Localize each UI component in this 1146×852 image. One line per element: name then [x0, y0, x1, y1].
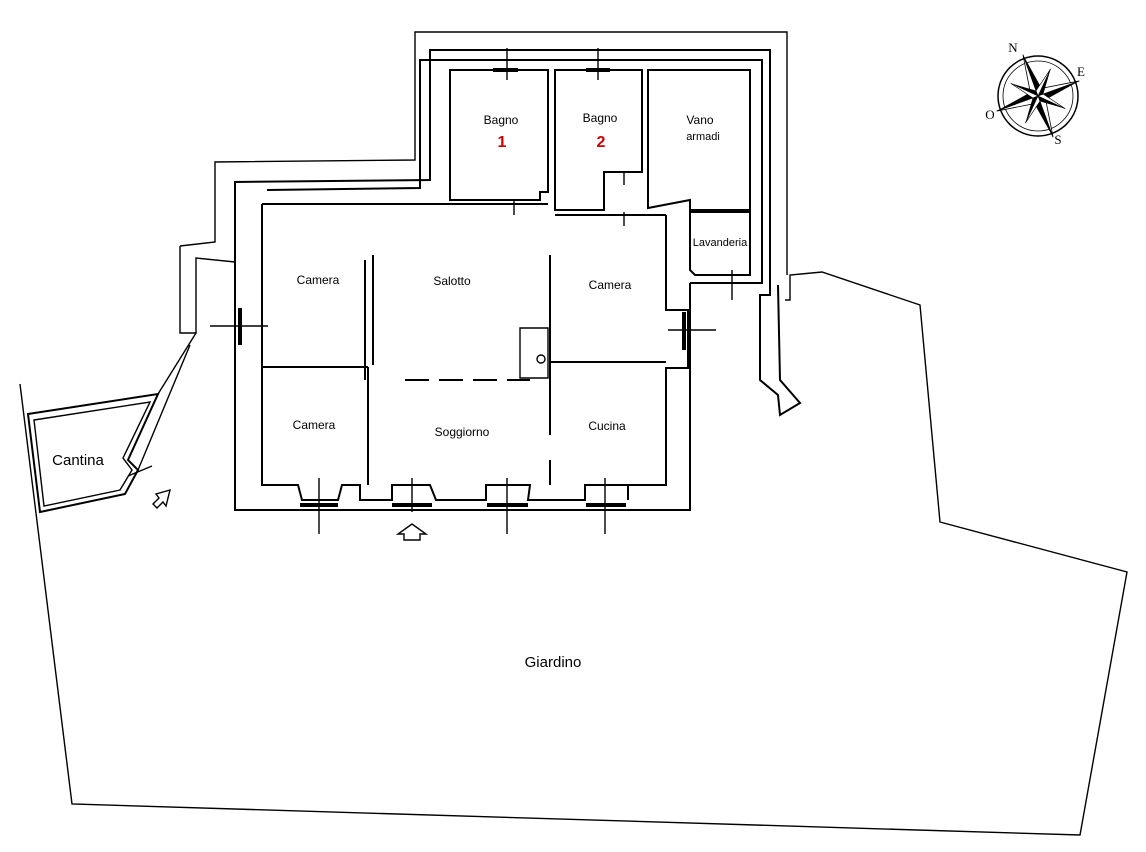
chimney [519, 327, 549, 379]
room-salotto-label: Salotto [433, 274, 471, 288]
room-bagno2-label: Bagno [583, 111, 618, 125]
compass-rose-icon [996, 54, 1080, 138]
passage-wall [179, 31, 788, 275]
compass-south: S [1054, 132, 1061, 147]
compass-east: E [1077, 64, 1085, 79]
room-camera-bottom-left-label: Camera [293, 418, 336, 432]
corridor-inner-wall [266, 59, 763, 284]
room-vano-label-1: Vano [686, 113, 713, 127]
building-outer-wall [234, 262, 691, 511]
vano-walls [647, 69, 751, 211]
room-bagno1-label: Bagno [484, 113, 519, 127]
bagno1-walls [449, 69, 549, 201]
garden-boundary [19, 271, 1128, 836]
cantina-inner-wall [33, 401, 152, 507]
passage-wall-left [179, 246, 236, 334]
room-vano-label-2: armadi [686, 131, 720, 143]
room-cucina-label: Cucina [588, 419, 626, 433]
compass-west: O [985, 107, 994, 122]
cantina-entrance-arrow-icon [152, 488, 171, 509]
chimney-flue [536, 354, 546, 364]
corridor-outer-wall [234, 49, 802, 417]
room-bagno2-number: 2 [597, 134, 606, 151]
room-camera-top-right-label: Camera [589, 278, 632, 292]
lavanderia-walls [689, 211, 751, 276]
room-camera-top-left-label: Camera [297, 273, 340, 287]
room-bagno1-number: 1 [498, 134, 507, 151]
bagno2-walls [554, 69, 643, 211]
cantina-door [127, 465, 153, 477]
room-cantina-label: Cantina [52, 452, 104, 469]
cantina-link-wall [137, 332, 197, 471]
entrance-arrow-icon [395, 523, 429, 541]
room-giardino-label: Giardino [525, 654, 582, 671]
room-lavanderia-label: Lavanderia [693, 237, 748, 249]
compass-north: N [1008, 40, 1018, 55]
building-inner-wall [261, 204, 689, 501]
room-soggiorno-label: Soggiorno [435, 425, 490, 439]
